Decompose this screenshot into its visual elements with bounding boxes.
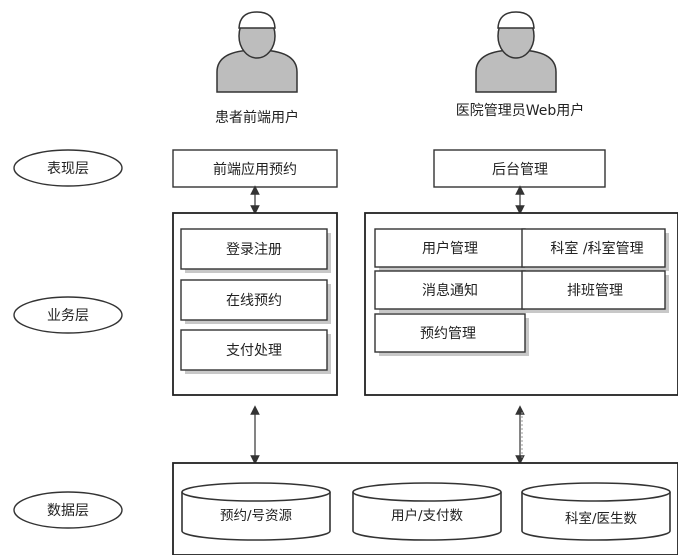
module-schedule-mgmt: 排班管理 [521, 270, 669, 313]
module-user-mgmt: 用户管理 [374, 228, 529, 271]
admin-user-label: 医院管理员Web用户 [456, 102, 585, 119]
frontend-app-label: 前端应用预约 [213, 161, 297, 178]
svg-text:用户管理: 用户管理 [422, 240, 478, 257]
svg-text:科室 /科室管理: 科室 /科室管理 [550, 240, 643, 257]
svg-text:科室/医生数: 科室/医生数 [565, 510, 638, 527]
svg-text:预约管理: 预约管理 [420, 326, 476, 342]
layer-business-label: 业务层 [47, 308, 89, 324]
module-dept-mgmt: 科室 /科室管理 [521, 228, 669, 271]
patient-user-icon [216, 11, 298, 93]
module-payment: 支付处理 [180, 329, 331, 374]
module-login-register: 登录注册 [180, 228, 331, 273]
svg-text:在线预约: 在线预约 [226, 293, 282, 309]
svg-text:登录注册: 登录注册 [226, 242, 282, 258]
svg-text:用户/支付数: 用户/支付数 [391, 507, 464, 524]
layer-presentation-label: 表现层 [47, 161, 89, 177]
svg-text:排班管理: 排班管理 [567, 283, 623, 299]
layer-data: 数据层 [13, 491, 123, 529]
admin-user-icon [475, 11, 557, 93]
frontend-app-box: 前端应用预约 [172, 149, 338, 188]
layer-business: 业务层 [13, 296, 123, 334]
layer-presentation: 表现层 [13, 149, 123, 187]
svg-text:预约/号资源: 预约/号资源 [220, 508, 293, 524]
svg-text:支付处理: 支付处理 [226, 343, 282, 359]
module-online-booking: 在线预约 [180, 279, 331, 324]
store-user-payment: 用户/支付数 [352, 482, 502, 541]
module-booking-mgmt: 预约管理 [374, 313, 529, 356]
layer-data-label: 数据层 [47, 503, 89, 519]
module-notification: 消息通知 [374, 270, 529, 313]
patient-user-label: 患者前端用户 [215, 109, 299, 126]
store-booking-resources: 预约/号资源 [181, 482, 331, 541]
backend-mgmt-label: 后台管理 [492, 162, 548, 178]
store-dept-doctor: 科室/医生数 [521, 482, 671, 541]
backend-mgmt-box: 后台管理 [433, 149, 606, 188]
svg-text:消息通知: 消息通知 [422, 282, 478, 299]
